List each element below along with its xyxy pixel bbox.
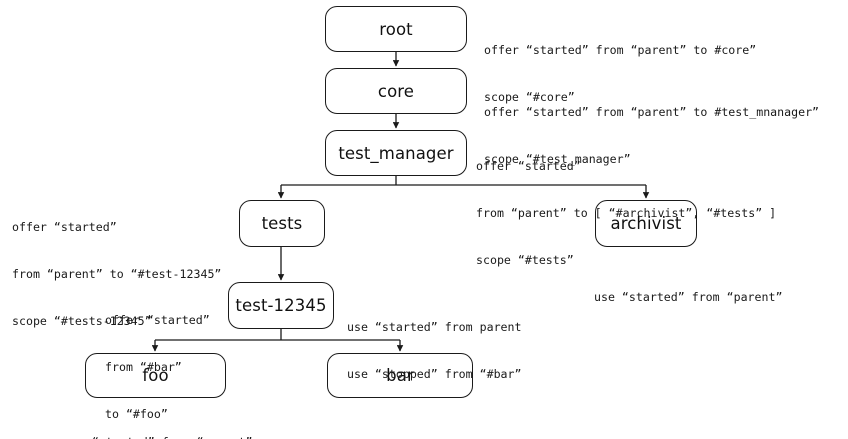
- annotation-line: from “parent” to “#test-12345”: [12, 266, 222, 281]
- node-test-12345-label: test-12345: [235, 296, 327, 315]
- annotation-tests: offer “started” from “parent” to “#test-…: [12, 189, 221, 361]
- node-test-12345[interactable]: test-12345: [228, 282, 334, 329]
- annotation-test-12345-right: use “started” from parent use “stopped” …: [347, 289, 522, 414]
- annotation-archivist: use “started” from “parent”: [594, 259, 782, 337]
- annotation-line: use “stopped” from “#bar”: [347, 366, 522, 381]
- node-bar-label: bar: [386, 366, 414, 385]
- node-root-label: root: [379, 19, 413, 39]
- node-foo[interactable]: foo: [85, 353, 226, 398]
- annotation-foo: use “started” from “parent”: [64, 404, 252, 439]
- annotation-line: to “#foo”: [105, 406, 168, 421]
- node-test-manager[interactable]: test_manager: [325, 130, 467, 176]
- annotation-test-12345-left: offer “started” from “#bar” to “#foo”: [105, 282, 210, 439]
- annotation-line: use “started” from parent: [347, 320, 522, 335]
- node-tests[interactable]: tests: [239, 200, 325, 247]
- node-archivist[interactable]: archivist: [595, 200, 697, 247]
- node-bar[interactable]: bar: [327, 353, 473, 398]
- annotation-line: offer “started” from “parent” to #test_m…: [484, 105, 820, 120]
- annotation-line: offer “started”: [105, 313, 210, 328]
- node-test-manager-label: test_manager: [338, 143, 454, 163]
- annotation-line: scope “#core”: [484, 89, 575, 104]
- annotation-line: offer “started”: [476, 159, 581, 174]
- node-tests-label: tests: [261, 214, 303, 233]
- annotation-line: use “started” from “parent”: [594, 290, 783, 305]
- annotation-line: scope “#tests”: [476, 252, 574, 267]
- annotation-line: from “parent” to [ “#archivist”, “#tests…: [476, 205, 777, 220]
- node-archivist-label: archivist: [610, 214, 682, 233]
- annotation-core: offer “started” from “parent” to #test_m…: [484, 74, 819, 199]
- annotation-root: offer “started” from “parent” to #core” …: [484, 12, 756, 137]
- node-root[interactable]: root: [325, 6, 467, 52]
- annotation-line: scope “#test_manager”: [484, 151, 631, 166]
- annotation-line: use “started” from “parent”: [64, 435, 252, 439]
- annotation-test-manager: offer “started” from “parent” to [ “#arc…: [476, 128, 776, 300]
- annotation-line: from “#bar”: [105, 359, 182, 374]
- annotation-line: offer “started”: [12, 220, 117, 235]
- node-core[interactable]: core: [325, 68, 467, 114]
- node-foo-label: foo: [142, 366, 169, 385]
- annotation-line: offer “started” from “parent” to #core”: [484, 43, 757, 58]
- annotation-line: scope “#tests-12345”: [12, 313, 152, 328]
- node-core-label: core: [377, 81, 415, 101]
